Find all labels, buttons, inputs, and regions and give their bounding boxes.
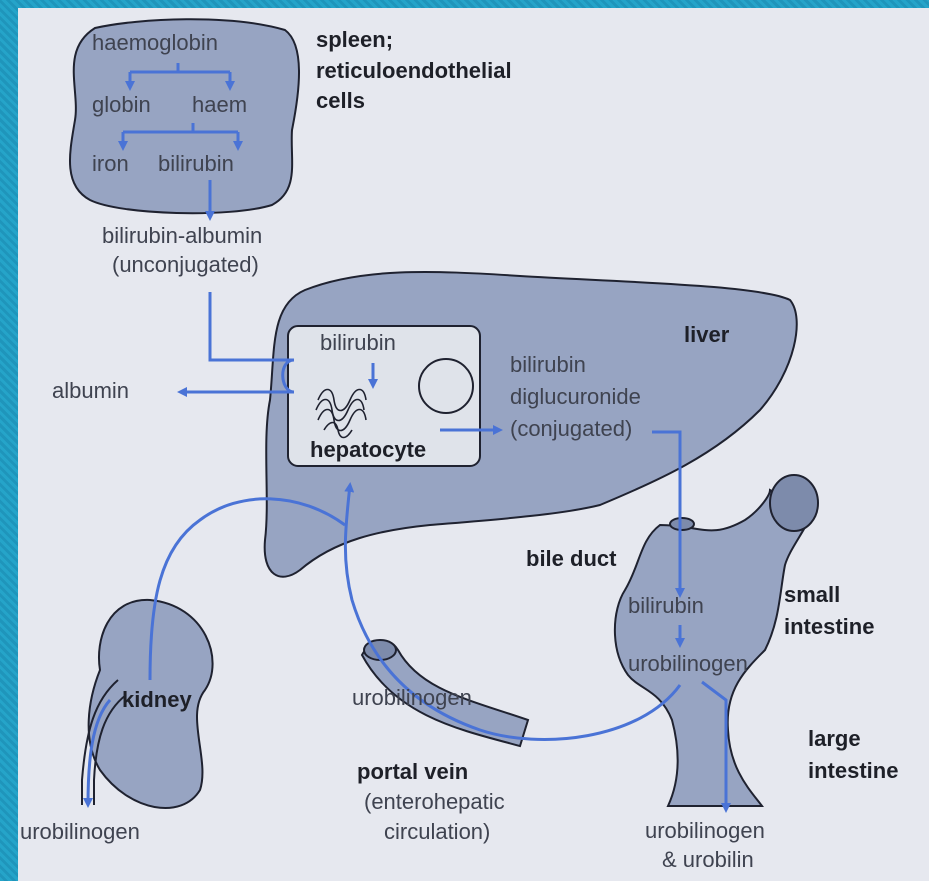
bile-duct-opening xyxy=(670,518,694,530)
intestine-urobilinogen-label: urobilinogen xyxy=(628,651,748,676)
portal-vein-sub-line2: circulation) xyxy=(384,819,490,844)
spleen-title: spleen; xyxy=(316,27,393,52)
faecal-output-label: urobilinogen xyxy=(645,818,765,843)
bile-duct-label: bile duct xyxy=(526,546,617,571)
kidney-label: kidney xyxy=(122,687,192,712)
portal-vein-sub: (enterohepatic xyxy=(364,789,505,814)
large-intestine-label: large xyxy=(808,726,861,751)
albumin-label: albumin xyxy=(52,378,129,403)
small-intestine-label-line2: intestine xyxy=(784,614,874,639)
complex-label-line2: (unconjugated) xyxy=(112,252,259,277)
conjugated-label-line3: (conjugated) xyxy=(510,416,632,441)
spleen-title-line3: cells xyxy=(316,88,365,113)
complex-label: bilirubin-albumin xyxy=(102,223,262,248)
urine-output-label: urobilinogen xyxy=(20,819,140,844)
nucleus-shape xyxy=(419,359,473,413)
globin-label: globin xyxy=(92,92,151,117)
liver-title: liver xyxy=(684,322,730,347)
large-intestine-label-line2: intestine xyxy=(808,758,898,783)
spleen-bilirubin-label: bilirubin xyxy=(158,151,234,176)
haemoglobin-label: haemoglobin xyxy=(92,30,218,55)
intestine-shape xyxy=(615,490,812,806)
spleen-title-line2: reticuloendothelial xyxy=(316,58,512,83)
intestine-opening xyxy=(770,475,818,531)
conjugated-label: bilirubin xyxy=(510,352,586,377)
portal-urobilinogen-label: urobilinogen xyxy=(352,685,472,710)
conjugated-label-line2: diglucuronide xyxy=(510,384,641,409)
hepatocyte-label: hepatocyte xyxy=(310,437,426,462)
faecal-output-label-line2: & urobilin xyxy=(662,847,754,872)
intestine-bilirubin-label: bilirubin xyxy=(628,593,704,618)
cell-bilirubin-label: bilirubin xyxy=(320,330,396,355)
iron-label: iron xyxy=(92,151,129,176)
portal-vein-title: portal vein xyxy=(357,759,468,784)
haem-label: haem xyxy=(192,92,247,117)
small-intestine-label: small xyxy=(784,582,840,607)
